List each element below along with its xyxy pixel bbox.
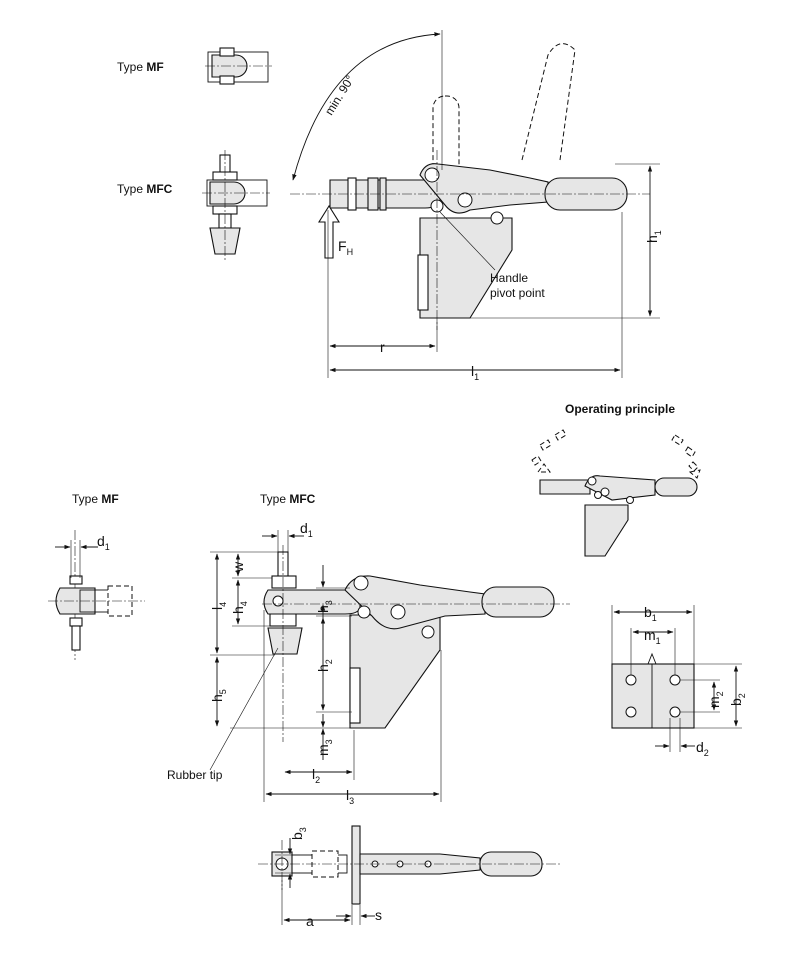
- base-plate-view: [611, 652, 695, 729]
- dim-h5: h5: [209, 656, 350, 729]
- handle-pivot-callout: Handle pivot point: [439, 211, 545, 300]
- svg-text:l4: l4: [209, 602, 228, 610]
- dim-m2: m2: [680, 679, 725, 713]
- min-angle-arc: min. 90°: [292, 30, 443, 181]
- svg-text:d1: d1: [97, 533, 110, 552]
- svg-text:l2: l2: [312, 766, 320, 785]
- dim-a: a: [281, 880, 353, 929]
- type-mfc-bottom-label: Type MFC: [260, 492, 316, 506]
- dim-b2: b2: [694, 663, 747, 729]
- type-mfc-top-detail: [202, 150, 270, 262]
- svg-text:s: s: [375, 907, 382, 923]
- rubber-tip-shape: [267, 627, 303, 655]
- svg-text:m1: m1: [644, 627, 661, 646]
- top-view-plate: [351, 825, 361, 905]
- dim-r: r: [327, 210, 438, 378]
- dim-d2: d2: [655, 718, 709, 758]
- svg-text:b1: b1: [644, 604, 657, 623]
- dim-s: s: [336, 905, 382, 925]
- mfc-handle-grip: [481, 586, 555, 618]
- type-mf-bottom-detail: [48, 530, 145, 660]
- dim-h2: h2: [315, 615, 352, 713]
- type-mf-bottom-label: Type MF: [72, 492, 119, 506]
- dim-l1: l1: [329, 212, 623, 382]
- svg-text:h4: h4: [230, 601, 249, 614]
- type-mfc-top-label: Type MFC: [117, 182, 173, 196]
- dim-b3: b3: [275, 827, 308, 888]
- svg-text:Type MFC: Type MFC: [117, 182, 173, 196]
- svg-text:h1: h1: [644, 230, 663, 243]
- operating-principle: Operating principle: [531, 402, 701, 557]
- mfc-clamp-side-view: [262, 545, 570, 742]
- svg-text:r: r: [380, 339, 385, 355]
- svg-text:l3: l3: [346, 787, 354, 806]
- svg-text:Handle: Handle: [490, 271, 528, 285]
- svg-text:m2: m2: [706, 691, 725, 708]
- dim-m1: m1: [630, 627, 676, 675]
- svg-text:a: a: [306, 913, 314, 929]
- type-mf-top-detail: [205, 47, 272, 85]
- force-arrow: FH: [318, 204, 353, 259]
- top-view-clamp: [258, 825, 560, 905]
- svg-text:h2: h2: [315, 659, 334, 672]
- dim-l3: l3: [263, 610, 442, 806]
- svg-text:d2: d2: [696, 739, 709, 758]
- svg-text:Type MF: Type MF: [72, 492, 119, 506]
- dim-w: w: [230, 553, 272, 579]
- svg-text:pivot point: pivot point: [490, 286, 545, 300]
- base-bracket: [419, 217, 513, 319]
- ghost-handle-open: [521, 43, 576, 161]
- type-mf-top-label: Type MF: [117, 60, 164, 74]
- svg-text:h5: h5: [209, 689, 228, 702]
- dim-d1-left: d1: [55, 533, 110, 578]
- svg-text:l1: l1: [471, 363, 479, 382]
- svg-text:d1: d1: [300, 520, 313, 539]
- dim-b1: b1: [611, 604, 695, 664]
- dim-d1: d1: [262, 520, 313, 552]
- svg-text:w: w: [230, 561, 246, 573]
- svg-text:h3: h3: [315, 600, 334, 613]
- dim-h1: h1: [440, 163, 663, 319]
- svg-text:b3: b3: [289, 827, 308, 840]
- dim-m3: m3: [315, 714, 334, 760]
- svg-text:b2: b2: [728, 693, 747, 706]
- rubber-tip-callout: Rubber tip: [167, 647, 279, 782]
- dim-h4: h4: [230, 579, 270, 627]
- svg-text:m3: m3: [315, 739, 334, 756]
- svg-text:min. 90°: min. 90°: [322, 73, 357, 118]
- svg-text:Type MF: Type MF: [117, 60, 164, 74]
- svg-text:Rubber tip: Rubber tip: [167, 768, 223, 782]
- svg-text:Operating principle: Operating principle: [565, 402, 675, 416]
- svg-text:FH: FH: [338, 238, 353, 257]
- svg-text:Type MFC: Type MFC: [260, 492, 316, 506]
- dim-l2: l2: [284, 730, 355, 785]
